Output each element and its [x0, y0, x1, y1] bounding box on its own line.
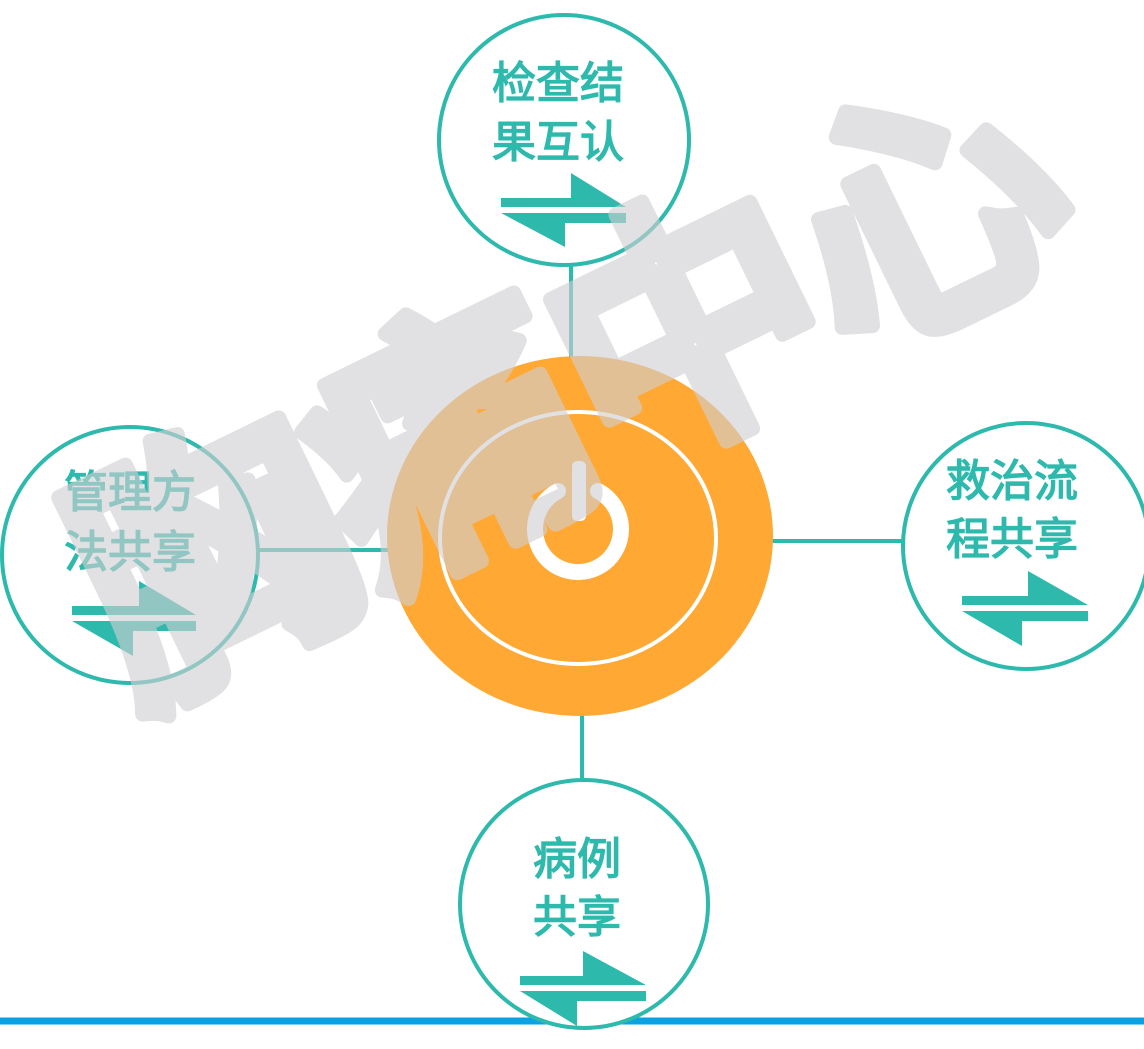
exchange-arrows-icon — [501, 173, 626, 247]
node-circle — [901, 421, 1144, 671]
node-label-line1: 救治流 — [946, 456, 1078, 507]
node-circle — [458, 778, 710, 1030]
node-label-line1: 管理方 — [64, 467, 196, 518]
node-label-line2: 法共享 — [64, 527, 196, 578]
connectors — [258, 265, 905, 810]
node-label-line1: 病例 — [533, 834, 621, 885]
exchange-arrows-icon — [962, 571, 1088, 646]
power-icon — [527, 461, 629, 581]
node-circle — [0, 425, 260, 685]
node-treatment-process: 救治流 程共享 — [901, 421, 1144, 671]
node-label-line2: 果互认 — [492, 117, 624, 168]
exchange-arrows-icon — [72, 581, 196, 656]
node-exam-results: 检查结 果互认 — [437, 13, 691, 267]
central-hub — [387, 356, 773, 716]
node-management-methods: 管理方 法共享 — [0, 425, 260, 685]
exchange-arrows-icon — [520, 951, 646, 1026]
node-label-line1: 检查结 — [492, 58, 624, 109]
node-case-sharing: 病例 共享 — [458, 778, 710, 1030]
node-label-line2: 程共享 — [946, 514, 1078, 565]
node-label-line2: 共享 — [533, 892, 621, 943]
hub-inner-ring — [438, 410, 718, 666]
